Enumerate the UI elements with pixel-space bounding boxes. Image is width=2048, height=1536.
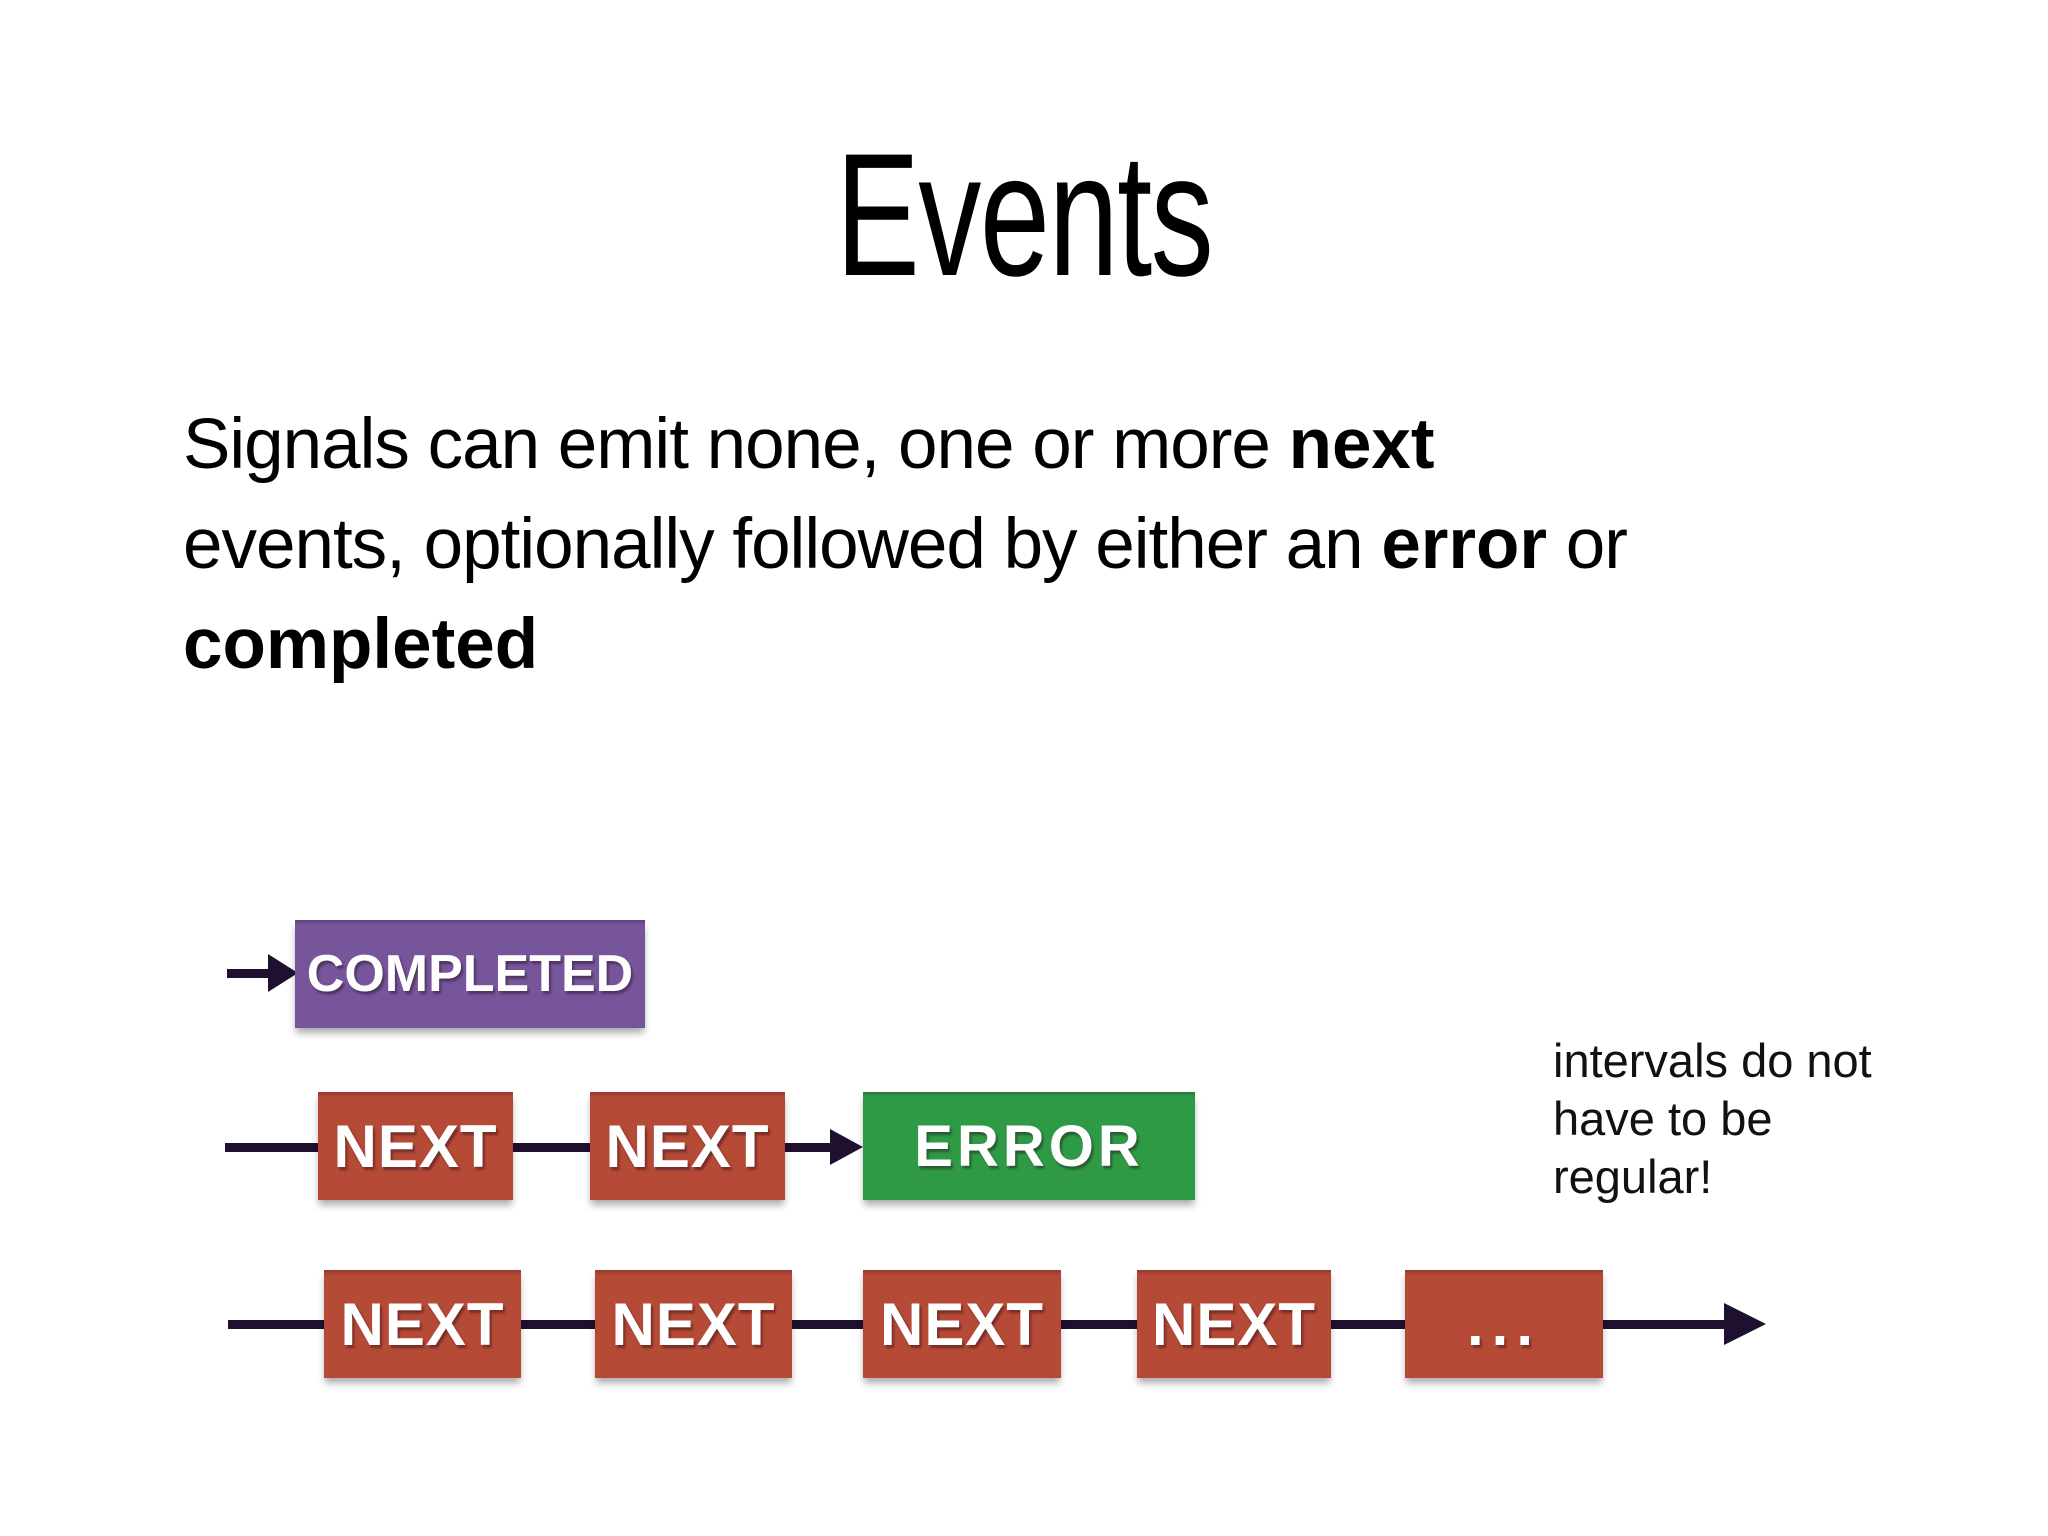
row3-arrowhead-icon — [1724, 1303, 1766, 1345]
paragraph-line-1: Signals can emit none, one or more next — [183, 395, 1903, 495]
next-box-label: NEXT — [879, 1290, 1045, 1358]
dots-box-label: ... — [1466, 1290, 1541, 1358]
slide-title: Events — [835, 118, 1214, 313]
next-box-label: NEXT — [605, 1112, 770, 1180]
paragraph-line-2: events, optionally followed by either an… — [183, 495, 1903, 595]
row2-arrowhead-icon — [830, 1129, 863, 1165]
next-box-label: NEXT — [340, 1290, 505, 1358]
paragraph-text: events, optionally followed by either an — [183, 505, 1382, 584]
next-box: NEXT — [863, 1270, 1061, 1378]
next-box-label: NEXT — [1151, 1290, 1317, 1358]
keyword-error: error — [1381, 505, 1548, 584]
side-note: intervals do not have to be regular! — [1553, 1032, 1993, 1206]
paragraph-text: Signals can emit none, one or more — [183, 405, 1289, 484]
error-box-label: ERROR — [914, 1113, 1144, 1179]
side-note-line: intervals do not — [1553, 1034, 1872, 1087]
next-box-label: NEXT — [333, 1112, 498, 1180]
paragraph-text: or — [1547, 505, 1628, 584]
keyword-next: next — [1288, 405, 1435, 484]
body-paragraph: Signals can emit none, one or more next … — [183, 395, 1903, 695]
row1-timeline — [227, 969, 272, 978]
completed-box: COMPLETED — [295, 920, 645, 1028]
side-note-line: have to be — [1553, 1092, 1773, 1145]
keyword-completed: completed — [183, 605, 539, 684]
row2-timeline — [225, 1143, 832, 1152]
next-box: NEXT — [590, 1092, 785, 1200]
next-box: NEXT — [1137, 1270, 1331, 1378]
row1-arrowhead-icon — [268, 954, 298, 992]
next-box: NEXT — [595, 1270, 792, 1378]
side-note-line: regular! — [1553, 1150, 1713, 1203]
completed-box-label: COMPLETED — [306, 945, 634, 1003]
next-box: NEXT — [318, 1092, 513, 1200]
next-box: NEXT — [324, 1270, 521, 1378]
dots-box: ... — [1405, 1270, 1603, 1378]
error-box: ERROR — [863, 1092, 1195, 1200]
paragraph-line-3: completed — [183, 595, 1903, 695]
next-box-label: NEXT — [611, 1290, 776, 1358]
